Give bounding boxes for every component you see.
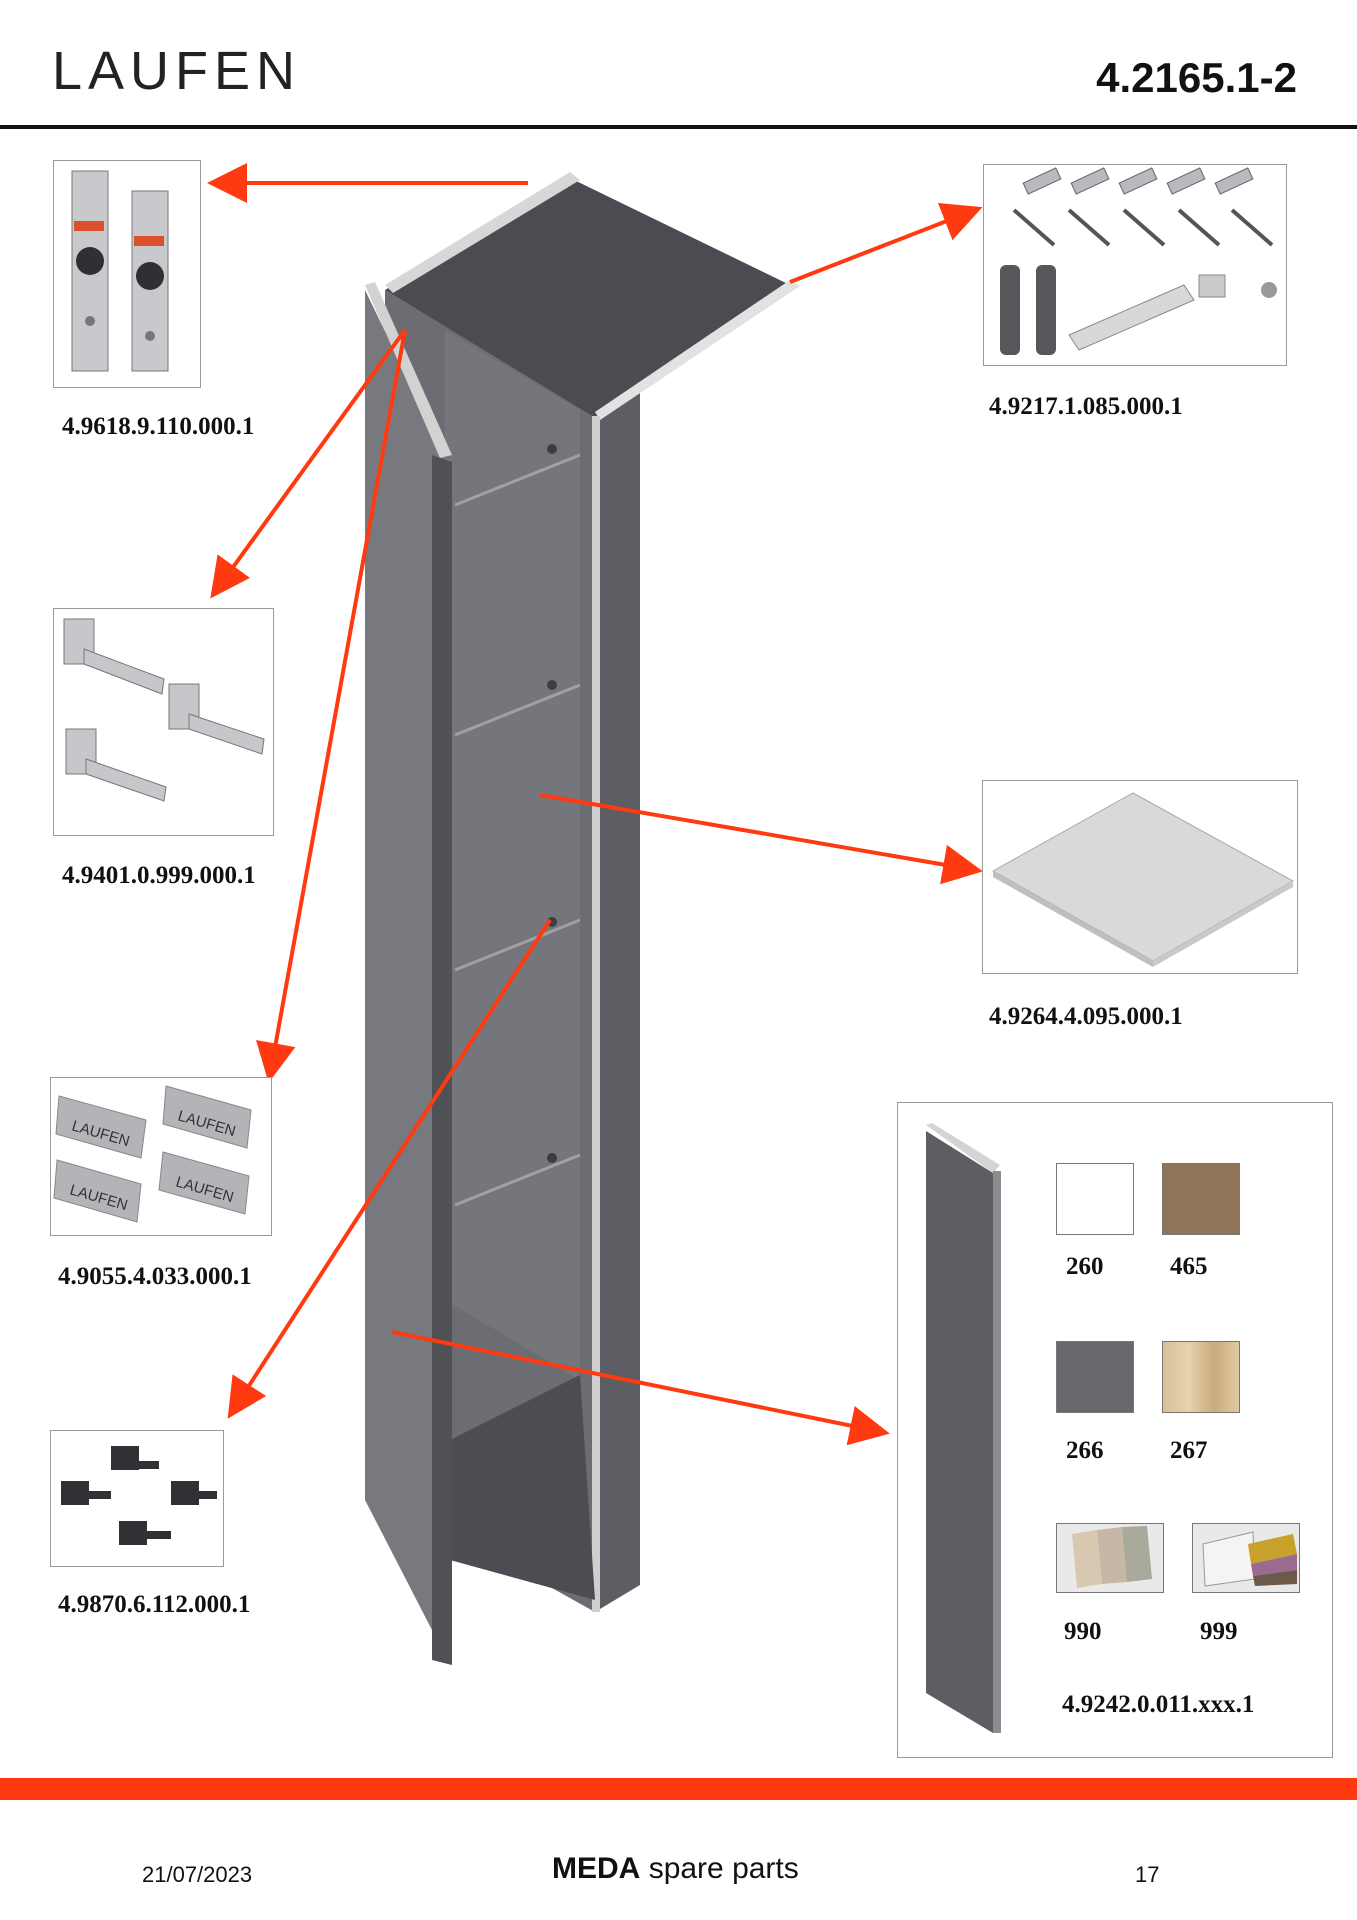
shelf-support-4 [547,1153,557,1163]
part-code: 4.9870.6.112.000.1 [58,1591,251,1618]
door-panel-image [926,1123,1001,1733]
cabinet-interior [445,330,580,1380]
shelf-4 [454,1153,581,1207]
arrow-labels [256,329,407,1083]
footer-date: 21/07/2023 [142,1862,253,1887]
finish-number: 267 [1170,1437,1208,1464]
shelf-2 [454,683,581,737]
cabinet-door-top-edge [365,282,452,458]
door-panel-code: 4.9242.0.011.xxx.1 [1062,1691,1255,1718]
cabinet-right-side [595,393,640,1612]
part-code: 4.9618.9.110.000.1 [62,413,255,440]
shelf-3 [454,918,581,972]
header-rule [0,125,1357,129]
footer-title: MEDA spare parts [552,1852,799,1886]
part-code: 4.9264.4.095.000.1 [989,1003,1183,1030]
footer-title-product: MEDA [552,1852,641,1885]
cabinet-side-edge [592,416,600,1612]
finish-swatch-465 [1162,1163,1240,1235]
cabinet-top-edge-front [385,172,580,293]
footer-accent-bar [0,1778,1357,1800]
brand-logo: LAUFEN [52,41,302,101]
part-image-hinges [53,608,274,836]
cabinet-bottom [450,1375,595,1600]
cabinet-door [365,290,450,1665]
shelf-1 [454,453,581,507]
door-panel-box: 260 465 266 267 990 999 4.9242.0.011.xxx… [897,1102,1333,1758]
finish-swatch-266 [1056,1341,1134,1413]
arrow-glass-shelf [539,793,983,885]
shelf-support-1 [547,444,557,454]
arrow-hinges [210,328,407,599]
part-image-shelf-supports [50,1430,224,1567]
finish-number: 990 [1064,1618,1102,1645]
arrow-door [391,1330,890,1446]
cabinet-top-edge-right [595,280,800,420]
shelf-support-2 [547,680,557,690]
finish-swatch-990 [1056,1523,1164,1593]
part-code: 4.9217.1.085.000.1 [989,393,1183,420]
part-image-fixing-kit [983,164,1287,366]
finish-number: 260 [1066,1253,1104,1280]
finish-swatch-999 [1192,1523,1300,1593]
arrow-shelf-supports [227,918,552,1419]
part-image-hinge-plate [53,160,201,388]
document-number: 4.2165.1-2 [1096,54,1297,101]
finish-swatch-260 [1056,1163,1134,1235]
finish-number: 266 [1066,1437,1104,1464]
finish-swatch-267 [1162,1341,1240,1413]
cabinet-top [385,178,790,418]
part-image-glass-shelf [982,780,1298,974]
part-code: 4.9401.0.999.000.1 [62,862,256,889]
finish-number: 999 [1200,1618,1238,1645]
cabinet-door-edge [432,455,452,1665]
finish-number: 465 [1170,1253,1208,1280]
arrow-fixing-kit [789,202,983,284]
part-image-logo-plates: LAUFEN LAUFEN LAUFEN LAUFEN [50,1077,272,1236]
footer-title-rest: spare parts [648,1852,799,1885]
cabinet-illustration [207,163,983,1665]
part-code: 4.9055.4.033.000.1 [58,1263,252,1290]
shelf-support-3 [547,917,557,927]
page-number: 17 [1135,1862,1160,1887]
